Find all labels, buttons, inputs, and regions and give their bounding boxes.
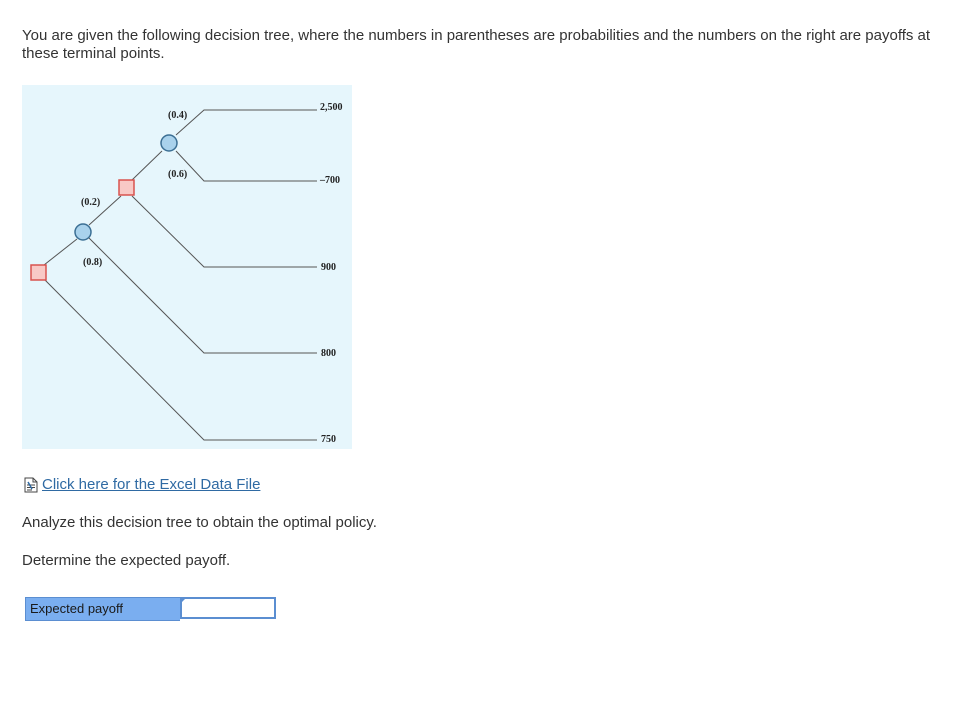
excel-link-text[interactable]: Click here for the Excel Data File: [42, 476, 261, 493]
root-decision-node: [30, 264, 47, 281]
question-intro: You are given the following decision tre…: [22, 27, 931, 62]
decision-tree-figure: (0.4) (0.6) (0.2) (0.8) 2,500 –700 900 8…: [22, 85, 352, 449]
branch-root-to-chance: [43, 238, 78, 266]
expected-payoff-input[interactable]: [180, 597, 276, 619]
expected-payoff-label: Expected payoff: [25, 597, 180, 621]
excel-data-link[interactable]: Click here for the Excel Data File: [23, 476, 260, 493]
decision-tree-svg: (0.4) (0.6) (0.2) (0.8) 2,500 –700 900 8…: [30, 102, 343, 445]
branch-lower-chance-to-decision: [88, 195, 122, 226]
payoff-label-neg700: –700: [319, 175, 340, 186]
branch-upper-chance-to-neg700: [175, 150, 317, 182]
prob-label-lower-bottom: (0.8): [83, 257, 102, 268]
payoff-label-2500: 2,500: [320, 102, 343, 113]
determine-instruction: Determine the expected payoff.: [22, 552, 231, 569]
prob-label-lower-top: (0.2): [81, 197, 100, 208]
branch-upper-chance-to-2500: [175, 109, 317, 136]
analyze-instruction: Analyze this decision tree to obtain the…: [22, 514, 377, 531]
branch-lower-chance-to-800: [88, 237, 317, 354]
payoff-label-750: 750: [321, 434, 336, 445]
payoff-label-900: 900: [321, 262, 336, 273]
input-corner-flag-icon: [181, 598, 186, 603]
expected-payoff-row: Expected payoff: [25, 597, 276, 621]
branch-decision-to-upper-chance: [131, 150, 163, 181]
branch-root-to-750: [43, 278, 317, 441]
prob-label-upper-bottom: (0.6): [168, 169, 187, 180]
lower-chance-node: [74, 223, 92, 241]
payoff-label-800: 800: [321, 348, 336, 359]
prob-label-upper-top: (0.4): [168, 110, 187, 121]
upper-chance-node: [160, 134, 178, 152]
branch-decision-to-900: [131, 195, 317, 268]
upper-decision-node: [118, 179, 135, 196]
document-icon: [23, 477, 39, 493]
expected-payoff-input-wrap: [180, 597, 276, 621]
tree-branches: [43, 109, 317, 441]
